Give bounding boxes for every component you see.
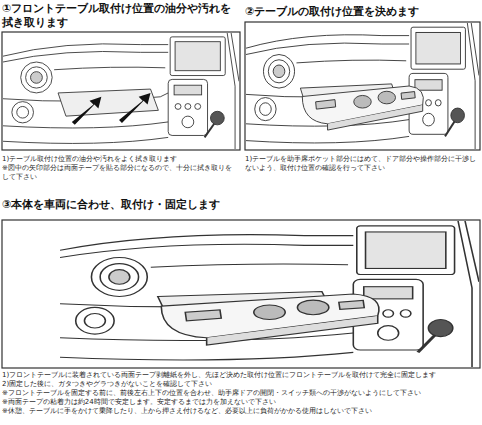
instruction-panel: ②テーブルの取付け位置を決めます 1)テーブルを助手席ポケット部分にはめて、ドア部…	[245, 2, 480, 192]
instruction-note: 1)テーブル取付け位置の油分や汚れをよく拭き取ります	[2, 155, 238, 164]
instruction-note: 2)固定した後に、ガタつきやグラつきがないことを確認して下さい	[2, 380, 478, 389]
note-block: 1)フロントテーブルに装着されている両面テープ剥離紙を外し、先ほど決めた取付け位…	[2, 371, 478, 416]
instruction-note: ※図中の矢印部分は両面テープを貼る部分になるので、十分に拭き取りをして下さい	[2, 164, 238, 182]
step-heading: ③本体を車両に合わせ、取付け・固定します	[2, 198, 480, 212]
note-block: 1)テーブル取付け位置の油分や汚れをよく拭き取ります※図中の矢印部分は両面テープ…	[2, 155, 238, 182]
instruction-panel: ③本体を車両に合わせ、取付け・固定します 1)フロントテーブルに装着されている両面…	[2, 198, 480, 423]
note-block: 1)テーブルを助手席ポケット部分にはめて、ドア部分や操作部分に干渉しないよう、取…	[245, 155, 478, 173]
step-heading: ②テーブルの取付け位置を決めます	[245, 5, 480, 19]
instruction-note: 1)テーブルを助手席ポケット部分にはめて、ドア部分や操作部分に干渉しないよう、取…	[245, 155, 478, 173]
instruction-panel: ①フロントテーブル取付け位置の油分や汚れを拭き取ります 1)テーブル取付け位置の油…	[2, 2, 240, 192]
step-heading: ①フロントテーブル取付け位置の油分や汚れを拭き取ります	[2, 2, 240, 30]
instruction-note: 1)フロントテーブルに装着されている両面テープ剥離紙を外し、先ほど決めた取付け位…	[2, 371, 478, 380]
instruction-note: ※休憩、テーブルに手をかけて乗降したり、上から押さえ付けるなど、必要以上に負荷が…	[2, 407, 478, 416]
instruction-note: ※両面テープの粘着力は約24時間で安定します。安定するまでは力を加えないで下さい	[2, 398, 478, 407]
instruction-note: ※フロントテーブルを固定する前に、前後左右上下の位置を合わせ、助手席ドアの開閉・…	[2, 389, 478, 398]
